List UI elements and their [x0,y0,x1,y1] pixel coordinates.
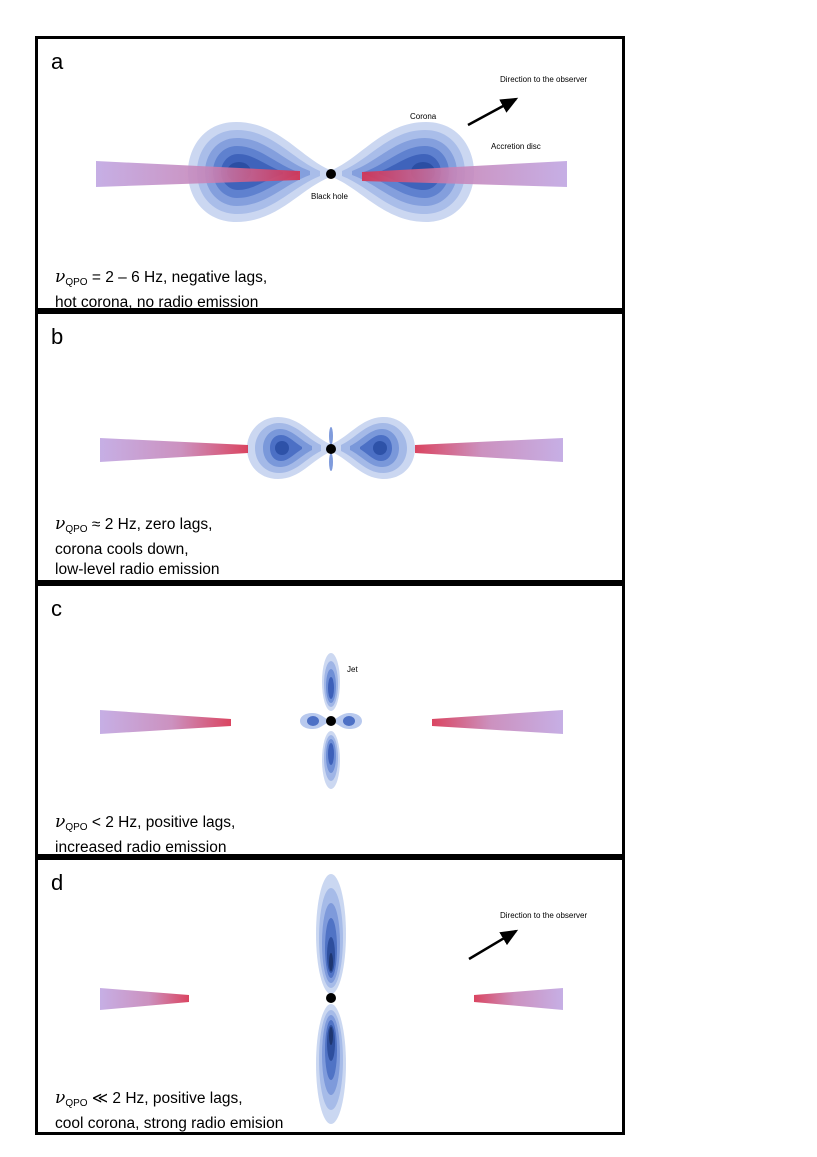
nu-subscript: QPO [65,524,88,535]
panel-b-diagram [100,417,563,479]
jet-lower [322,731,340,789]
caption-line2: corona cools down, [55,541,189,558]
caption-line1: = 2 – 6 Hz, negative lags, [87,269,268,286]
accretion-disc-left [100,438,248,462]
black-hole [326,444,336,454]
panel-c: c Jet νQPO < 2 Hz, positive l [35,583,625,857]
accretion-disc-right [362,161,567,187]
accretion-disc-left [100,988,189,1010]
caption-line1: < 2 Hz, positive lags, [87,814,236,831]
caption-line1: ≪ 2 Hz, positive lags, [87,1090,243,1107]
nu-subscript: QPO [65,277,88,288]
black-hole [326,169,336,179]
accretion-disc-right [415,438,563,462]
caption-line2: cool corona, strong radio emision [55,1115,284,1132]
corona-label: Corona [410,112,437,121]
observer-arrow-icon [468,929,519,961]
panel-a-diagram: Direction to the observer Corona Accreti… [96,75,587,222]
panel-c-diagram: Jet [100,653,563,789]
panel-letter: d [51,870,64,895]
caption-line2: hot corona, no radio emission [55,294,259,311]
nu-symbol: ν [55,1088,66,1108]
panel-a: a Direction to the observer Corona Accre… [35,36,625,311]
corona-right [332,417,415,479]
corona-left [247,417,330,479]
accretion-disc-right [432,710,563,734]
nu-subscript: QPO [65,822,88,833]
black-hole-label: Black hole [311,192,348,201]
jet-upper [322,653,340,711]
nu-subscript: QPO [65,1098,88,1109]
caption: νQPO = 2 – 6 Hz, negative lags, hot coro… [55,267,267,313]
jet-upper [316,874,346,994]
accretion-disc-left [100,710,231,734]
black-hole [326,993,336,1003]
caption-line1: ≈ 2 Hz, zero lags, [87,516,213,533]
panel-b: b νQPO ≈ 2 Hz, zero lags, corona cools d… [35,311,625,583]
panel-letter: c [51,596,62,621]
nu-symbol: ν [55,267,66,287]
caption: νQPO ≪ 2 Hz, positive lags, cool corona,… [55,1088,283,1134]
panel-letter: a [51,49,64,74]
observer-label: Direction to the observer [500,911,587,920]
nu-symbol: ν [55,514,66,534]
jet-stub-bottom [329,453,333,471]
caption: νQPO ≈ 2 Hz, zero lags, corona cools dow… [55,514,220,580]
observer-arrow-icon [467,97,519,127]
panel-letter: b [51,324,64,349]
disc-label: Accretion disc [491,142,541,151]
panel-d: d Direction to the observer νQPO ≪ 2 Hz,… [35,857,625,1135]
caption-line3: low-level radio emission [55,561,220,578]
accretion-disc-right [474,988,563,1010]
observer-label: Direction to the observer [500,75,587,84]
panel-d-diagram: Direction to the observer [100,874,587,1124]
jet-label: Jet [347,665,358,674]
caption-line2: increased radio emission [55,839,227,856]
corona-right [333,713,362,729]
jet-lower [316,1004,346,1124]
black-hole [326,716,336,726]
jet-stub-top [329,427,333,445]
caption: νQPO < 2 Hz, positive lags, increased ra… [55,812,235,858]
nu-symbol: ν [55,812,66,832]
corona-left [300,713,329,729]
accretion-disc-left [96,161,300,187]
